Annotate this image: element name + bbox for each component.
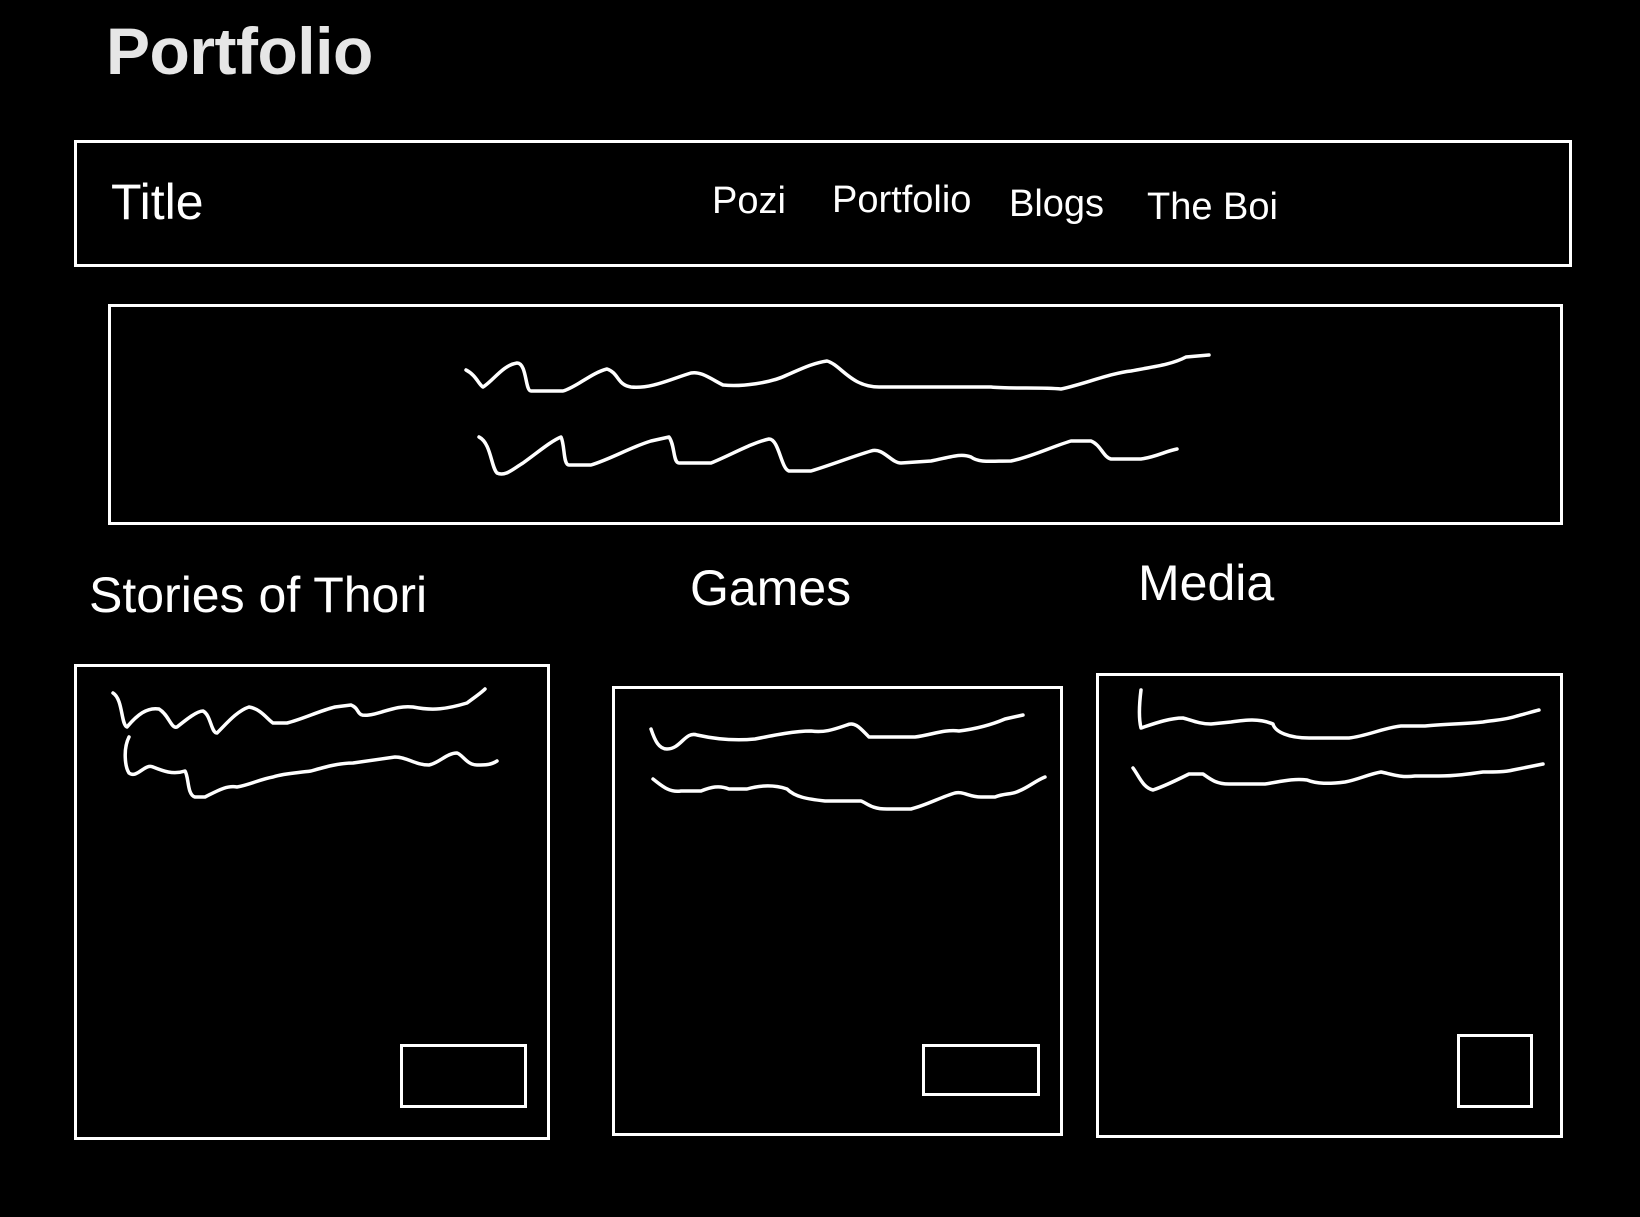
card-media-scribble-text — [1131, 688, 1545, 792]
navbar: Title Pozi Portfolio Blogs The Boi — [74, 140, 1572, 267]
hero-scribble-text — [464, 353, 1211, 476]
section-label-media: Media — [1138, 555, 1275, 611]
nav-link-portfolio[interactable]: Portfolio — [832, 179, 972, 221]
card-media-button[interactable] — [1457, 1034, 1533, 1108]
card-stories[interactable] — [74, 664, 550, 1140]
nav-link-pozi[interactable]: Pozi — [712, 180, 786, 222]
card-stories-button[interactable] — [400, 1044, 527, 1108]
nav-link-the-boi[interactable]: The Boi — [1147, 186, 1278, 228]
section-label-stories: Stories of Thori — [89, 567, 428, 623]
page-heading: Portfolio — [106, 14, 373, 88]
nav-link-blogs[interactable]: Blogs — [1009, 183, 1105, 225]
card-games[interactable] — [612, 686, 1063, 1136]
card-games-button[interactable] — [922, 1044, 1040, 1096]
card-stories-scribble-text — [111, 687, 499, 799]
card-games-scribble-text — [649, 713, 1047, 811]
section-label-games: Games — [690, 560, 852, 616]
hero-banner — [108, 304, 1563, 525]
site-title[interactable]: Title — [111, 174, 204, 230]
card-media[interactable] — [1096, 673, 1563, 1138]
